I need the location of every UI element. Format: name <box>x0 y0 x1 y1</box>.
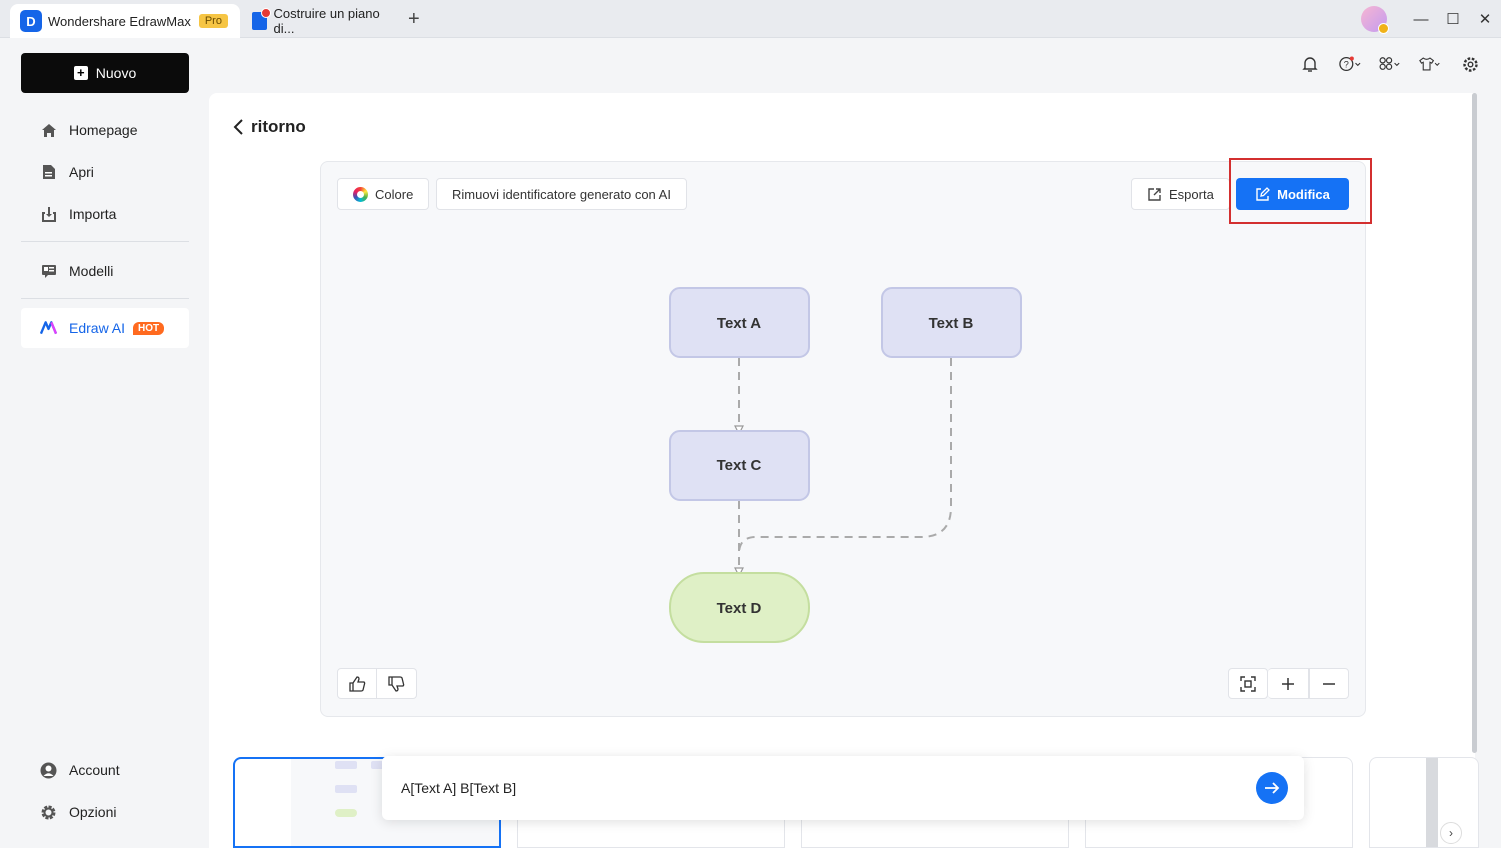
sidebar-item-apri[interactable]: Apri <box>21 152 189 192</box>
sidebar: + Nuovo Homepage Apri Importa Modelli Ed… <box>0 38 209 848</box>
sidebar-item-importa[interactable]: Importa <box>21 194 189 234</box>
back-button[interactable]: ritorno <box>233 117 306 137</box>
hot-badge: HOT <box>133 321 165 335</box>
remove-ai-identifier-button[interactable]: Rimuovi identificatore generato con AI <box>436 178 687 210</box>
close-button[interactable]: ✕ <box>1478 11 1492 28</box>
mini-node <box>335 809 357 817</box>
help-icon[interactable]: ? <box>1339 53 1361 75</box>
window-controls: — ☐ ✕ <box>1361 0 1501 38</box>
shirt-icon[interactable] <box>1419 53 1441 75</box>
node-d[interactable]: Text D <box>669 572 810 643</box>
sidebar-item-label: Importa <box>69 206 117 222</box>
fit-screen-button[interactable] <box>1228 668 1268 699</box>
node-b-label: Text B <box>929 315 974 332</box>
account-icon <box>40 762 57 779</box>
pro-badge: Pro <box>198 14 228 28</box>
color-button[interactable]: Colore <box>337 178 430 210</box>
plus-icon: + <box>73 66 88 80</box>
diagram-canvas: Colore Rimuovi identificatore generato c… <box>320 158 1372 717</box>
send-button[interactable] <box>1256 772 1288 804</box>
tab-document[interactable]: Costruire un piano di... <box>250 4 400 38</box>
node-d-label: Text D <box>717 600 762 617</box>
sidebar-item-modelli[interactable]: Modelli <box>21 251 189 291</box>
prompt-input[interactable]: A[Text A] B[Text B] <box>382 756 1304 820</box>
new-button[interactable]: + Nuovo <box>21 53 189 93</box>
back-label: ritorno <box>251 117 306 136</box>
node-c-label: Text C <box>717 457 762 474</box>
new-button-label: Nuovo <box>95 65 137 81</box>
tab-edrawmax[interactable]: D Wondershare EdrawMax Pro <box>10 4 240 38</box>
export-button[interactable]: Esporta <box>1131 178 1230 210</box>
plus-icon <box>1282 677 1294 690</box>
flowchart: Text A Text B Text C Text D <box>669 287 1022 643</box>
node-a-label: Text A <box>717 315 761 332</box>
color-wheel-icon <box>353 186 368 202</box>
thumbs-down-icon <box>388 675 405 692</box>
minimize-button[interactable]: — <box>1413 10 1429 28</box>
document-tab-icon <box>252 8 273 30</box>
thumbs-up-icon <box>348 675 365 692</box>
tab-label: Wondershare EdrawMax <box>48 13 191 29</box>
title-bar: D Wondershare EdrawMax Pro Costruire un … <box>0 0 1501 38</box>
sidebar-item-label: Account <box>69 762 120 778</box>
thumbnail-preview <box>1426 758 1438 847</box>
modify-label: Modifica <box>1277 186 1330 202</box>
sidebar-item-label: Homepage <box>69 122 138 138</box>
sidebar-item-account[interactable]: Account <box>21 750 189 790</box>
modify-button[interactable]: Modifica <box>1236 178 1349 210</box>
mini-node <box>335 785 357 793</box>
export-icon <box>1148 187 1161 201</box>
top-toolbar: ? <box>1299 53 1481 75</box>
arrow-right-icon <box>1265 782 1280 794</box>
thumbs-down-button[interactable] <box>377 668 417 699</box>
tab-label: Costruire un piano di... <box>273 6 380 36</box>
color-label: Colore <box>375 186 414 202</box>
edrawmax-logo-icon: D <box>20 10 42 32</box>
templates-icon <box>40 263 57 280</box>
node-a[interactable]: Text A <box>669 287 810 358</box>
remove-ai-label: Rimuovi identificatore generato con AI <box>452 186 671 202</box>
sidebar-item-homepage[interactable]: Homepage <box>21 110 189 150</box>
sidebar-item-label: Opzioni <box>69 804 117 820</box>
thumbs-up-button[interactable] <box>337 668 377 699</box>
sidebar-item-opzioni[interactable]: Opzioni <box>21 792 189 832</box>
apps-icon[interactable] <box>1379 53 1401 75</box>
import-icon <box>40 206 57 223</box>
thumbnail-card[interactable] <box>1369 757 1479 848</box>
settings-icon[interactable] <box>1459 53 1481 75</box>
svg-text:?: ? <box>1344 60 1349 70</box>
chevron-right-icon[interactable]: › <box>1440 822 1462 844</box>
zoom-in-button[interactable] <box>1268 668 1309 699</box>
zoom-out-button[interactable] <box>1309 668 1349 699</box>
home-icon <box>40 122 57 139</box>
sidebar-item-label: Modelli <box>69 263 114 279</box>
chevron-left-icon <box>233 119 243 135</box>
sidebar-item-label: Apri <box>69 164 94 180</box>
gear-icon <box>40 804 57 821</box>
bell-icon[interactable] <box>1299 53 1321 75</box>
maximize-button[interactable]: ☐ <box>1446 11 1460 28</box>
sidebar-divider <box>21 298 189 299</box>
node-c[interactable]: Text C <box>669 430 810 501</box>
mini-node <box>335 761 357 769</box>
prompt-text: A[Text A] B[Text B] <box>401 780 517 796</box>
avatar[interactable] <box>1361 6 1389 34</box>
fit-screen-icon <box>1240 675 1256 692</box>
export-label: Esporta <box>1169 186 1214 202</box>
edraw-ai-icon <box>40 320 57 337</box>
scrollbar[interactable] <box>1472 93 1477 753</box>
node-b[interactable]: Text B <box>881 287 1022 358</box>
main-panel: ritorno Colore Rimuovi identificatore ge… <box>209 93 1479 848</box>
document-icon <box>40 164 57 181</box>
edge-b-d <box>738 358 952 555</box>
new-tab-button[interactable]: + <box>408 8 420 30</box>
sidebar-item-edraw-ai[interactable]: Edraw AI HOT <box>21 308 189 348</box>
sidebar-divider <box>21 241 189 242</box>
sidebar-item-label: Edraw AI <box>69 320 126 336</box>
minus-icon <box>1323 682 1335 685</box>
edit-icon <box>1256 186 1271 201</box>
